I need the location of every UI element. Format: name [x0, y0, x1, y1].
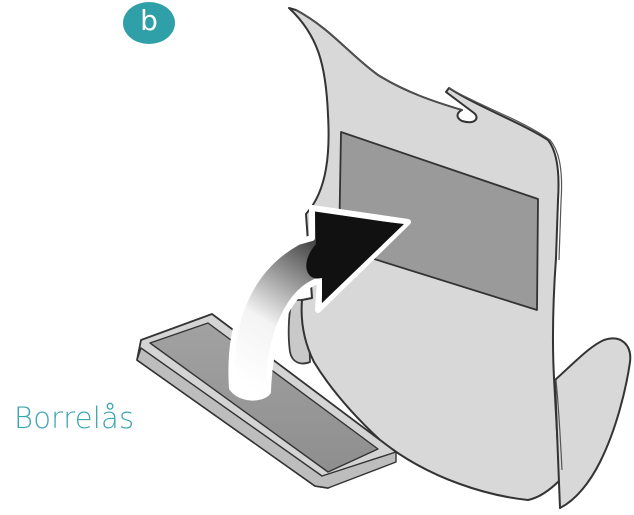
seat-back-edge — [295, 9, 463, 111]
seat-wing-flap — [554, 337, 632, 509]
seat-wing-seam — [555, 379, 563, 471]
step-badge: b — [123, 2, 175, 44]
attach-arrow-head — [306, 214, 404, 303]
velcro-piece-side — [136, 347, 397, 489]
velcro-label: Borrelås — [14, 401, 135, 435]
seat-back-right-edge — [448, 87, 563, 261]
